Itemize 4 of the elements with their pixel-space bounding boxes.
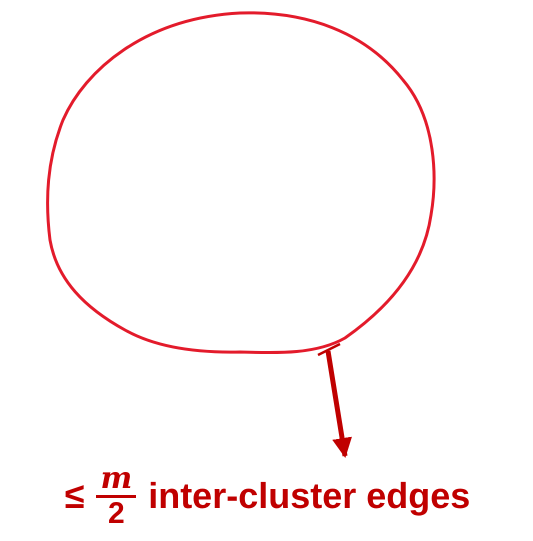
- relation-symbol: ≤: [64, 478, 84, 514]
- fraction: m 2: [96, 464, 136, 528]
- caption-text: inter-cluster edges: [148, 474, 470, 518]
- arrow: [326, 350, 352, 458]
